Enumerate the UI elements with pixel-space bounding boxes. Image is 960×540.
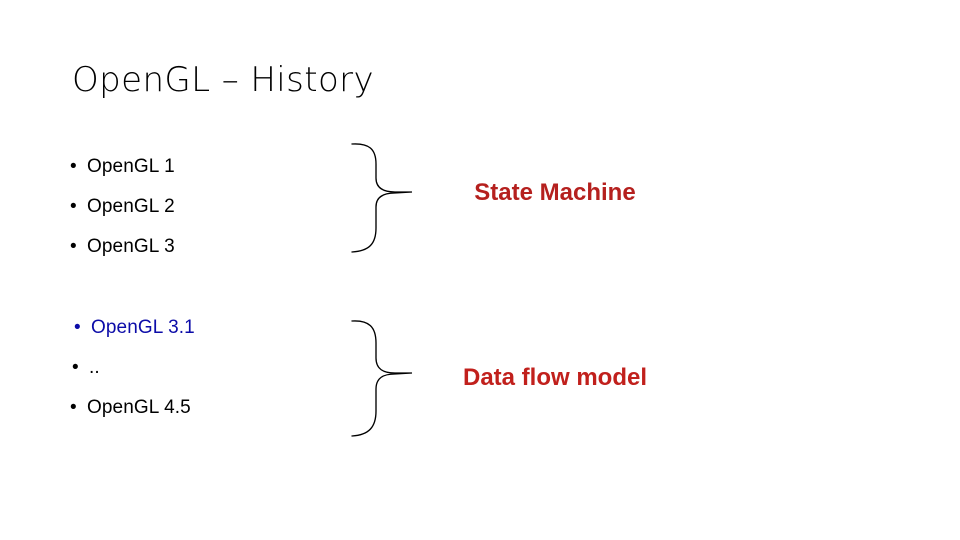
list-item: • OpenGL 2	[70, 187, 340, 227]
list-item-label: OpenGL 1	[87, 156, 175, 177]
list-item-label: OpenGL 4.5	[87, 397, 191, 418]
list-item-label: OpenGL 2	[87, 196, 175, 217]
bullet-group-opengl-legacy: • OpenGL 1 • OpenGL 2 • OpenGL 3	[70, 147, 340, 267]
callout-data-flow: Data flow model	[462, 364, 648, 391]
bullet-group-opengl-modern: • OpenGL 3.1 • .. • OpenGL 4.5	[70, 308, 340, 428]
list-item: • OpenGL 4.5	[70, 388, 340, 428]
list-item-label: ..	[89, 357, 100, 378]
list-item: • OpenGL 1	[70, 147, 340, 187]
curly-brace-icon	[345, 136, 420, 261]
callout-state-machine: State Machine	[474, 179, 636, 206]
bullet-marker-icon: •	[70, 156, 77, 177]
page-title: OpenGL – History	[72, 60, 375, 100]
bullet-marker-icon: •	[70, 397, 77, 418]
list-item: • OpenGL 3	[70, 227, 340, 267]
bullet-marker-icon: •	[70, 236, 77, 257]
bullet-marker-icon: •	[72, 357, 79, 378]
bullet-marker-icon: •	[70, 196, 77, 217]
list-item: • OpenGL 3.1	[70, 308, 340, 348]
list-item-label: OpenGL 3.1	[91, 317, 195, 338]
list-item: • ..	[70, 348, 340, 388]
bullet-marker-icon: •	[74, 317, 81, 338]
curly-brace-icon	[345, 313, 420, 445]
list-item-label: OpenGL 3	[87, 236, 175, 257]
